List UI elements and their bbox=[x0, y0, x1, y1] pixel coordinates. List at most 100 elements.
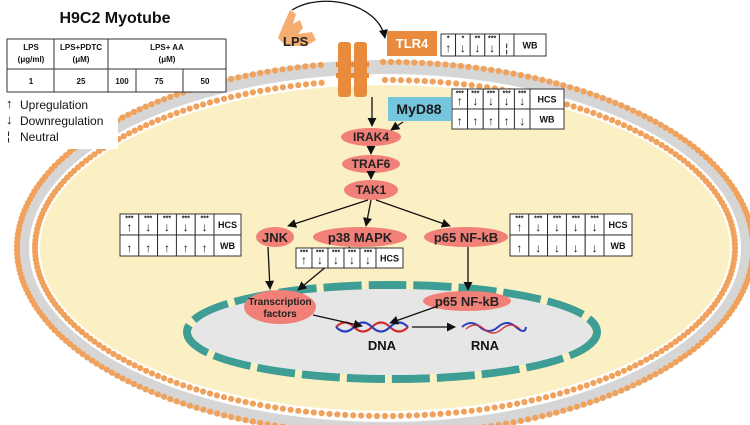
tak1-to-jnk-arrow bbox=[287, 199, 369, 228]
traf6-label: TRAF6 bbox=[352, 157, 391, 171]
regulation-down-icon: ↓ bbox=[573, 220, 579, 234]
dna-label: DNA bbox=[368, 338, 397, 353]
significance-stars: *** bbox=[316, 250, 324, 257]
significance-stars: *** bbox=[471, 91, 479, 98]
regulation-down-icon: ↓ bbox=[365, 253, 371, 267]
treatment-value: 50 bbox=[201, 77, 210, 86]
significance-stars: *** bbox=[144, 216, 152, 223]
regulation-down-icon: ↓ bbox=[592, 220, 598, 234]
treatment-header-pdtc: LPS+PDTC bbox=[60, 43, 102, 52]
method-label: WB bbox=[523, 41, 538, 51]
treatment-unit-pdtc: (μM) bbox=[73, 55, 90, 64]
regulation-down-icon: ↓ bbox=[349, 253, 355, 267]
significance-stars: *** bbox=[591, 216, 599, 223]
regulation-down-icon: ↓ bbox=[333, 253, 339, 267]
regulation-up-icon: ↑ bbox=[516, 241, 522, 255]
regulation-up-icon: ↑ bbox=[504, 114, 510, 128]
significance-stars: ** bbox=[475, 36, 481, 43]
treatment-value: 25 bbox=[77, 77, 86, 86]
method-label: HCS bbox=[380, 254, 399, 264]
myd88-label: MyD88 bbox=[396, 101, 441, 117]
legend-neutral-icon: ¦ bbox=[7, 129, 10, 143]
regulation-down-icon: ↓ bbox=[554, 220, 560, 234]
treatment-header-aa: LPS+ AA bbox=[150, 43, 184, 52]
result-table-nfkb: ***↑***↓***↓***↓***↓HCS↑↓↓↓↓WB bbox=[509, 213, 633, 257]
method-cell bbox=[375, 247, 404, 269]
figure-title: H9C2 Myotube bbox=[59, 10, 170, 27]
significance-stars: * bbox=[447, 36, 450, 43]
method-cell bbox=[513, 33, 547, 57]
regulation-up-icon: ↑ bbox=[126, 220, 132, 234]
tlr4-node bbox=[387, 31, 437, 56]
lps-molecule: LPS bbox=[278, 10, 316, 49]
rna-label: RNA bbox=[471, 338, 500, 353]
result-table-tlr4: *↑*↓**↓***↓¦WB bbox=[440, 33, 547, 57]
significance-stars: * bbox=[462, 36, 465, 43]
irak4-node: IRAK4 bbox=[341, 128, 401, 146]
jnk-label: JNK bbox=[262, 230, 289, 245]
significance-stars: *** bbox=[364, 250, 372, 257]
regulation-up-icon: ↑ bbox=[202, 241, 208, 255]
legend-neutral-label: Neutral bbox=[20, 130, 59, 144]
regulation-down-icon: ↓ bbox=[489, 41, 495, 55]
significance-stars: *** bbox=[182, 216, 190, 223]
significance-stars: *** bbox=[553, 216, 561, 223]
lps-to-tlr4-arrow bbox=[291, 0, 388, 39]
regulation-down-icon: ↓ bbox=[504, 94, 510, 108]
regulation-up-icon: ↑ bbox=[183, 241, 189, 255]
regulation-up-icon: ↑ bbox=[488, 114, 494, 128]
regulation-down-icon: ↓ bbox=[460, 41, 466, 55]
nfkb-nucleus-node: p65 NF-kB bbox=[423, 291, 511, 311]
regulation-down-icon: ↓ bbox=[475, 41, 481, 55]
method-label: HCS bbox=[608, 220, 627, 230]
tak1-to-p38-arrow bbox=[363, 199, 373, 227]
regulation-down-icon: ↓ bbox=[488, 94, 494, 108]
irak4-label: IRAK4 bbox=[353, 130, 389, 144]
tak1-to-nfkb-arrow bbox=[375, 199, 451, 228]
transcription-factors-label-1: Transcription bbox=[248, 297, 311, 308]
significance-stars: *** bbox=[503, 91, 511, 98]
method-label: WB bbox=[220, 241, 235, 251]
regulation-down-icon: ↓ bbox=[317, 253, 323, 267]
jnk-node: JNK bbox=[256, 227, 294, 247]
regulation-down-icon: ↓ bbox=[472, 94, 478, 108]
regulation-down-icon: ↓ bbox=[592, 241, 598, 255]
transcription-factors-label-2: factors bbox=[263, 309, 297, 320]
regulation-down-icon: ↓ bbox=[573, 241, 579, 255]
regulation-up-icon: ↑ bbox=[445, 41, 451, 55]
significance-stars: *** bbox=[348, 250, 356, 257]
regulation-down-icon: ↓ bbox=[519, 114, 525, 128]
tlr4-label: TLR4 bbox=[396, 36, 429, 51]
regulation-neutral-icon: ¦ bbox=[505, 41, 508, 55]
myd88-node bbox=[388, 97, 451, 121]
significance-stars: *** bbox=[488, 36, 496, 43]
treatment-header-lps: LPS bbox=[23, 43, 39, 52]
rna-strand: RNA bbox=[461, 322, 527, 353]
regulation-down-icon: ↓ bbox=[145, 220, 151, 234]
method-cell bbox=[213, 234, 242, 257]
regulation-up-icon: ↑ bbox=[457, 94, 463, 108]
legend: ↑ Upregulation ↓ Downregulation ¦ Neutra… bbox=[2, 95, 118, 149]
significance-stars: *** bbox=[163, 216, 171, 223]
significance-stars: *** bbox=[125, 216, 133, 223]
result-tables: *↑*↓**↓***↓¦WB***↑***↓***↓***↓***↓HCS↑↑↑… bbox=[119, 33, 633, 269]
lps-label: LPS bbox=[283, 34, 309, 49]
legend-down-label: Downregulation bbox=[20, 114, 103, 128]
regulation-up-icon: ↑ bbox=[301, 253, 307, 267]
regulation-down-icon: ↓ bbox=[164, 220, 170, 234]
tf-to-dna-arrow bbox=[312, 314, 363, 329]
jnk-to-tf-arrow bbox=[265, 246, 275, 290]
tak1-label: TAK1 bbox=[356, 183, 387, 197]
method-label: HCS bbox=[218, 220, 237, 230]
result-table-jnk: ***↑***↓***↓***↓***↓HCS↑↑↑↑↑WB bbox=[119, 213, 242, 257]
nfkb-cytoplasm-node: p65 NF-kB bbox=[424, 227, 508, 247]
nucleus-envelope bbox=[183, 281, 601, 383]
significance-stars: *** bbox=[201, 216, 209, 223]
significance-stars: *** bbox=[456, 91, 464, 98]
p38-mapk-label: p38 MAPK bbox=[328, 230, 393, 245]
result-table-myd88: ***↑***↓***↓***↓***↓HCS↑↑↑↑↓WB bbox=[451, 88, 565, 130]
regulation-up-icon: ↑ bbox=[145, 241, 151, 255]
regulation-down-icon: ↓ bbox=[554, 241, 560, 255]
significance-stars: *** bbox=[515, 216, 523, 223]
treatment-value: 75 bbox=[155, 77, 164, 86]
